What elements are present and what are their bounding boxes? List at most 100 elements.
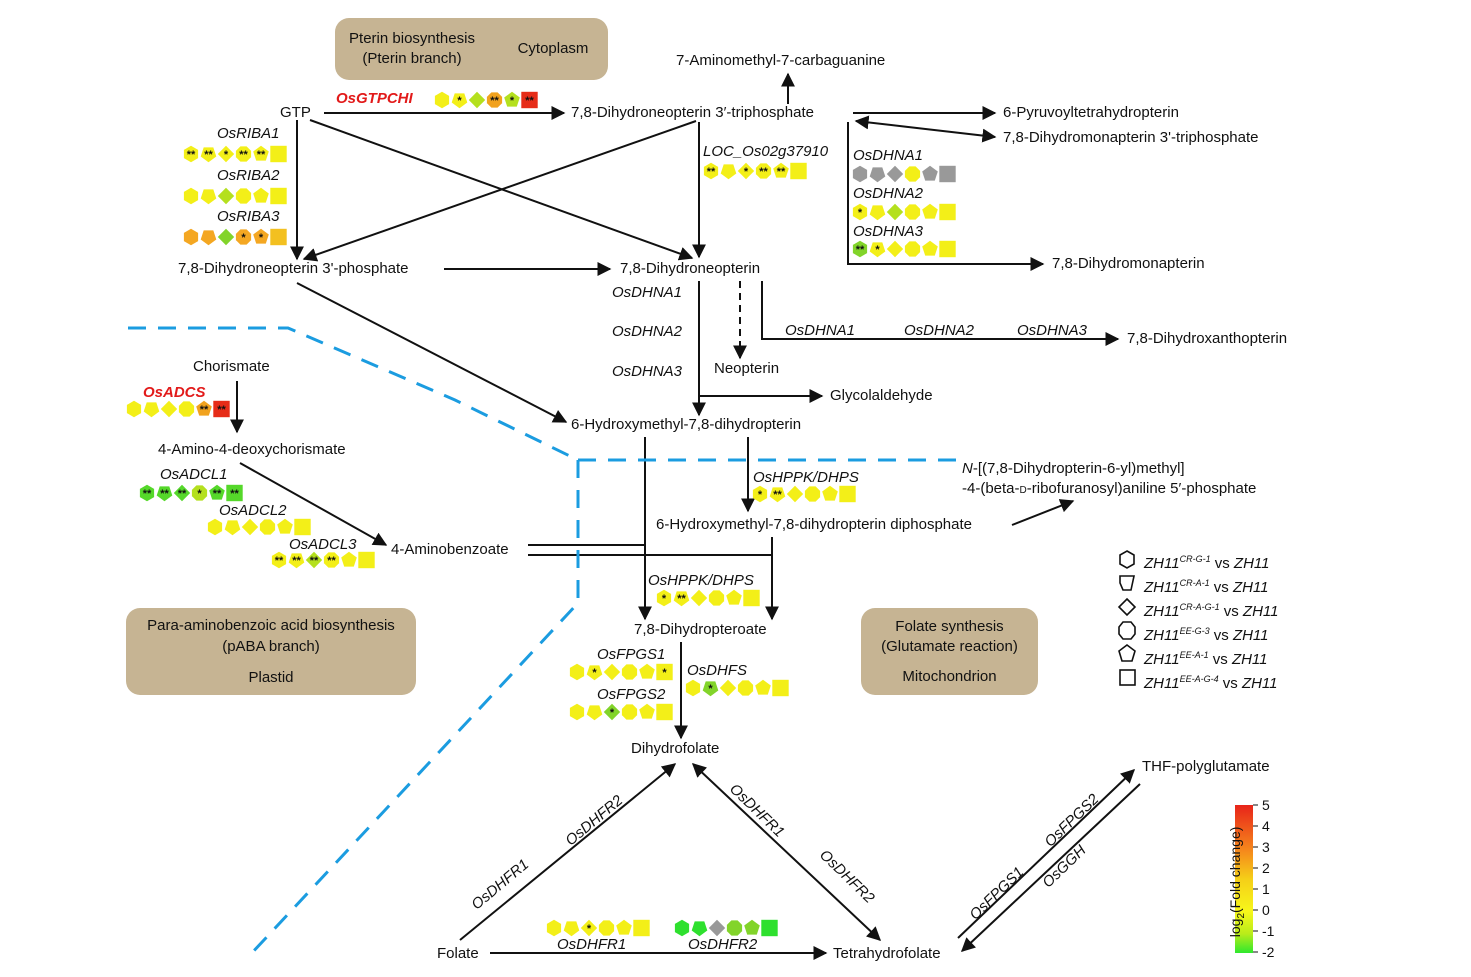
marker-dhna1_a-diamond bbox=[886, 165, 904, 183]
marker-fpgs2_a-octagon bbox=[621, 704, 638, 720]
marker-adcl3-square bbox=[358, 551, 375, 569]
marker-loc-diamond-significance: * bbox=[744, 166, 749, 178]
marker-fpgs1_a-octagon bbox=[621, 664, 638, 680]
marker-adcs-hexagon bbox=[126, 400, 142, 418]
marker-gtpchi-square-significance: ** bbox=[525, 95, 534, 107]
marker-dhfr1_bottom-square bbox=[633, 919, 650, 937]
marker-fpgs2_a-diamond bbox=[603, 703, 621, 721]
colorbar-tick-label: 0 bbox=[1262, 902, 1270, 918]
marker-adcl1-square bbox=[226, 484, 243, 502]
marker-adcl3-diamond-significance: ** bbox=[310, 555, 319, 567]
riboside-d-prefix: D bbox=[1019, 485, 1027, 496]
marker-dhna3_a-square bbox=[939, 240, 956, 258]
marker-adcl1-hexagon bbox=[139, 484, 155, 502]
legend-item-square: ZH11EE-A-G-4 vs ZH11 bbox=[1144, 674, 1278, 692]
riboside-label-line1: N-[(7,8-Dihydropterin-6-yl)methyl] bbox=[962, 460, 1185, 478]
marker-adcl3-pentagon-down-significance: ** bbox=[292, 555, 301, 567]
colorbar-tick-label: -2 bbox=[1262, 944, 1275, 960]
marker-riba1-octagon-significance: ** bbox=[239, 149, 248, 161]
marker-adcl2-diamond bbox=[241, 518, 259, 536]
marker-dhfr1_bottom-octagon bbox=[598, 920, 615, 936]
gene-adcs: OsADCS bbox=[143, 384, 206, 401]
marker-fpgs1_a-pentagon-down-significance: * bbox=[592, 667, 597, 679]
riboside-text-1: -[(7,8-Dihydropterin-6-yl)methyl] bbox=[972, 460, 1185, 477]
colorbar-tick-label: 1 bbox=[1262, 881, 1270, 897]
marker-riba3-pentagon-down bbox=[200, 230, 217, 246]
marker-riba2-octagon bbox=[235, 188, 252, 204]
legend-shapes bbox=[1117, 550, 1137, 686]
dhmp3tp-label: 7,8-Dihydromonapterin 3'-triphosphate bbox=[1003, 129, 1259, 146]
marker-riba1-pentagon-down bbox=[200, 147, 217, 163]
marker-fpgs2_a-pentagon bbox=[639, 703, 655, 719]
paba-compartment-box: Para-aminobenzoic acid biosynthesis (pAB… bbox=[126, 608, 416, 695]
paba-box-location: Plastid bbox=[248, 669, 294, 686]
gene-gtpchi: OsGTPCHI bbox=[336, 90, 413, 107]
arrow-adc-paba bbox=[239, 462, 388, 546]
marker-hppk_a-pentagon bbox=[822, 485, 838, 501]
marker-adcs-octagon bbox=[178, 401, 195, 417]
legend-item-diamond: ZH11CR-A-G-1 vs ZH11 bbox=[1144, 602, 1279, 620]
marker-adcl1-octagon-significance: * bbox=[197, 488, 202, 500]
dhnp3p-label: 7,8-Dihydroneopterin 3'-phosphate bbox=[178, 260, 409, 277]
arrow-dhnp3p-hmdhp bbox=[296, 282, 568, 423]
marker-riba1-pentagon-down-significance: ** bbox=[204, 149, 213, 161]
marker-dhna2_a-pentagon-down bbox=[869, 205, 886, 221]
marker-dhna2_a-diamond bbox=[886, 203, 904, 221]
marker-riba1-hexagon-significance: ** bbox=[187, 149, 196, 161]
marker-hppk_a-square bbox=[839, 485, 856, 503]
legend-diamond-icon bbox=[1117, 597, 1137, 617]
arrow-to-dhxp bbox=[761, 281, 1120, 346]
legend-hexagon-icon bbox=[1119, 550, 1135, 569]
marker-dhfr2_bottom-square bbox=[761, 919, 778, 937]
arrow-to-dhmp bbox=[847, 122, 1045, 271]
marker-fpgs1_a-hexagon bbox=[569, 663, 585, 681]
marker-dhna2_a-hexagon-significance: * bbox=[858, 207, 863, 219]
hmdhppp-label: 6-Hydroxymethyl-7,8-dihydropterin diphos… bbox=[656, 516, 972, 533]
gene-dhna1-a: OsDHNA1 bbox=[853, 147, 924, 164]
glycolaldehyde-label: Glycolaldehyde bbox=[830, 387, 933, 404]
dhnp3tp-label: 7,8-Dihydroneopterin 3′-triphosphate bbox=[571, 104, 814, 121]
marker-loc-pentagon-down bbox=[720, 164, 737, 180]
gene-adcl1: OsADCL1 bbox=[160, 466, 228, 483]
marker-riba3-pentagon bbox=[253, 228, 269, 244]
marker-dhna2_a-hexagon bbox=[852, 203, 868, 221]
gene-dhna3-c: OsDHNA3 bbox=[1017, 322, 1088, 339]
arrow-folate-dhf bbox=[459, 763, 677, 941]
marker-hppk_a-pentagon-down bbox=[769, 487, 786, 503]
dhxp-label: 7,8-Dihydroxanthopterin bbox=[1127, 330, 1288, 347]
marker-hppk_b-pentagon-down bbox=[673, 591, 690, 607]
marker-dhfr2_bottom-pentagon-down bbox=[691, 921, 708, 937]
legend-item-hexagon: ZH11CR-G-1 vs ZH11 bbox=[1144, 554, 1270, 572]
marker-dhna3_a-hexagon-significance: ** bbox=[856, 244, 865, 256]
arrow-thf-thfpoly bbox=[957, 769, 1136, 939]
pterin-box-title: Pterin biosynthesis bbox=[349, 30, 475, 47]
marker-riba1-pentagon-significance: ** bbox=[257, 149, 266, 161]
paba-box-title: Para-aminobenzoic acid biosynthesis bbox=[147, 617, 395, 634]
marker-dhna3_a-diamond bbox=[886, 240, 904, 258]
marker-loc-octagon bbox=[755, 163, 772, 179]
gene-dhfs: OsDHFS bbox=[687, 662, 747, 679]
gene-fpgs1-a: OsFPGS1 bbox=[597, 646, 666, 663]
marker-loc-pentagon-significance: ** bbox=[777, 166, 786, 178]
marker-fpgs1_a-pentagon-down bbox=[586, 665, 603, 681]
gene-dhna3-a: OsDHNA3 bbox=[853, 223, 924, 240]
marker-adcl3-hexagon bbox=[271, 551, 287, 569]
marker-riba3-octagon-significance: * bbox=[241, 232, 246, 244]
gene-hppk-b: OsHPPK/DHPS bbox=[648, 572, 754, 589]
riboside-n-prefix: N bbox=[962, 460, 973, 477]
marker-hppk_b-pentagon bbox=[726, 589, 742, 605]
marker-adcl1-square-significance: ** bbox=[230, 488, 239, 500]
gene-dhna2-a: OsDHNA2 bbox=[853, 185, 924, 202]
marker-dhfs-hexagon bbox=[685, 679, 701, 697]
folate-box-subtitle: (Glutamate reaction) bbox=[881, 638, 1018, 655]
marker-dhna2_a-square bbox=[939, 203, 956, 221]
marker-gtpchi-octagon bbox=[486, 92, 503, 108]
paba-label: 4-Aminobenzoate bbox=[391, 541, 509, 558]
arrow-thfpoly-thf bbox=[960, 783, 1141, 952]
legend-pentagon-icon bbox=[1118, 644, 1136, 662]
marker-hppk_b-hexagon bbox=[656, 589, 672, 607]
marker-hppk_a-pentagon-down-significance: ** bbox=[773, 489, 782, 501]
marker-adcl3-pentagon-down bbox=[288, 553, 305, 569]
